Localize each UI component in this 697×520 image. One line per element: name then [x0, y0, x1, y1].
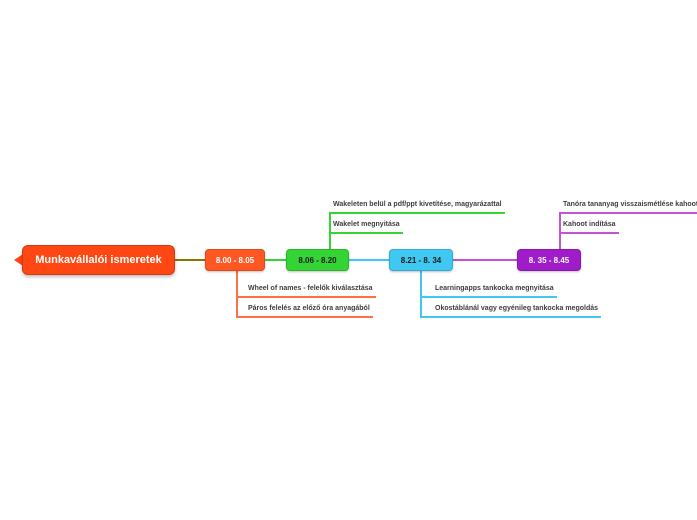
subtopic-kahoot-inditas-label: Kahoot indítása	[563, 221, 616, 228]
subtopic-paros-feleles-label: Páros felelés az előző óra anyagából	[248, 305, 370, 312]
root-topic[interactable]: Munkavállalói ismeretek	[22, 245, 175, 275]
connector-topic2-to-topic3	[349, 259, 389, 261]
subtopic-wheel-of-names[interactable]: Wheel of names - felelők kiválasztása	[236, 284, 376, 298]
subtopic-wakelet-megnyitas[interactable]: Wakelet megnyitása	[329, 220, 403, 234]
root-collapse-handle-icon[interactable]	[14, 254, 23, 266]
connector-topic1-to-topic2	[265, 259, 286, 261]
topic-node-821-834[interactable]: 8.21 - 8. 34	[389, 249, 453, 271]
topic-node-806-820-label: 8.06 - 8.20	[298, 255, 337, 265]
topic-node-806-820[interactable]: 8.06 - 8.20	[286, 249, 349, 271]
subtopic-kahoot-inditas[interactable]: Kahoot indítása	[559, 220, 619, 234]
topic-node-800-805[interactable]: 8.00 - 8.05	[205, 249, 265, 271]
subtopic-wakelet-megnyitas-label: Wakelet megnyitása	[333, 221, 400, 228]
connector-topic2-subtopics	[329, 212, 331, 249]
subtopic-wheel-of-names-label: Wheel of names - felelők kiválasztása	[248, 285, 373, 292]
root-topic-label: Munkavállalói ismeretek	[35, 254, 162, 266]
connector-topic3-subtopics	[420, 271, 422, 318]
subtopic-kahoot-ismetles-label: Tanóra tananyag visszaismétlése kahoot j…	[563, 201, 697, 208]
connector-topic3-to-topic4	[453, 259, 517, 261]
topic-node-835-845[interactable]: 8. 35 - 8.45	[517, 249, 581, 271]
subtopic-learningapps[interactable]: Learningapps tankocka megnyitása	[420, 284, 557, 298]
subtopic-learningapps-label: Learningapps tankocka megnyitása	[435, 285, 554, 292]
topic-node-835-845-label: 8. 35 - 8.45	[528, 255, 570, 265]
connector-topic1-subtopics	[236, 271, 238, 318]
subtopic-wakelet-kivetites[interactable]: Wakeleten belül a pdf/ppt kivetítése, ma…	[329, 200, 505, 214]
subtopic-wakelet-kivetites-label: Wakeleten belül a pdf/ppt kivetítése, ma…	[333, 201, 502, 208]
connector-topic4-subtopics	[559, 212, 561, 249]
subtopic-paros-feleles[interactable]: Páros felelés az előző óra anyagából	[236, 304, 373, 318]
subtopic-kahoot-ismetles[interactable]: Tanóra tananyag visszaismétlése kahoot j…	[559, 200, 697, 214]
subtopic-okostabla[interactable]: Okostáblánál vagy egyénileg tankocka meg…	[420, 304, 602, 318]
topic-node-800-805-label: 8.00 - 8.05	[215, 255, 255, 265]
topic-node-821-834-label: 8.21 - 8. 34	[400, 255, 442, 265]
connector-root-to-topic1	[175, 259, 205, 261]
subtopic-okostabla-label: Okostáblánál vagy egyénileg tankocka meg…	[435, 305, 599, 312]
